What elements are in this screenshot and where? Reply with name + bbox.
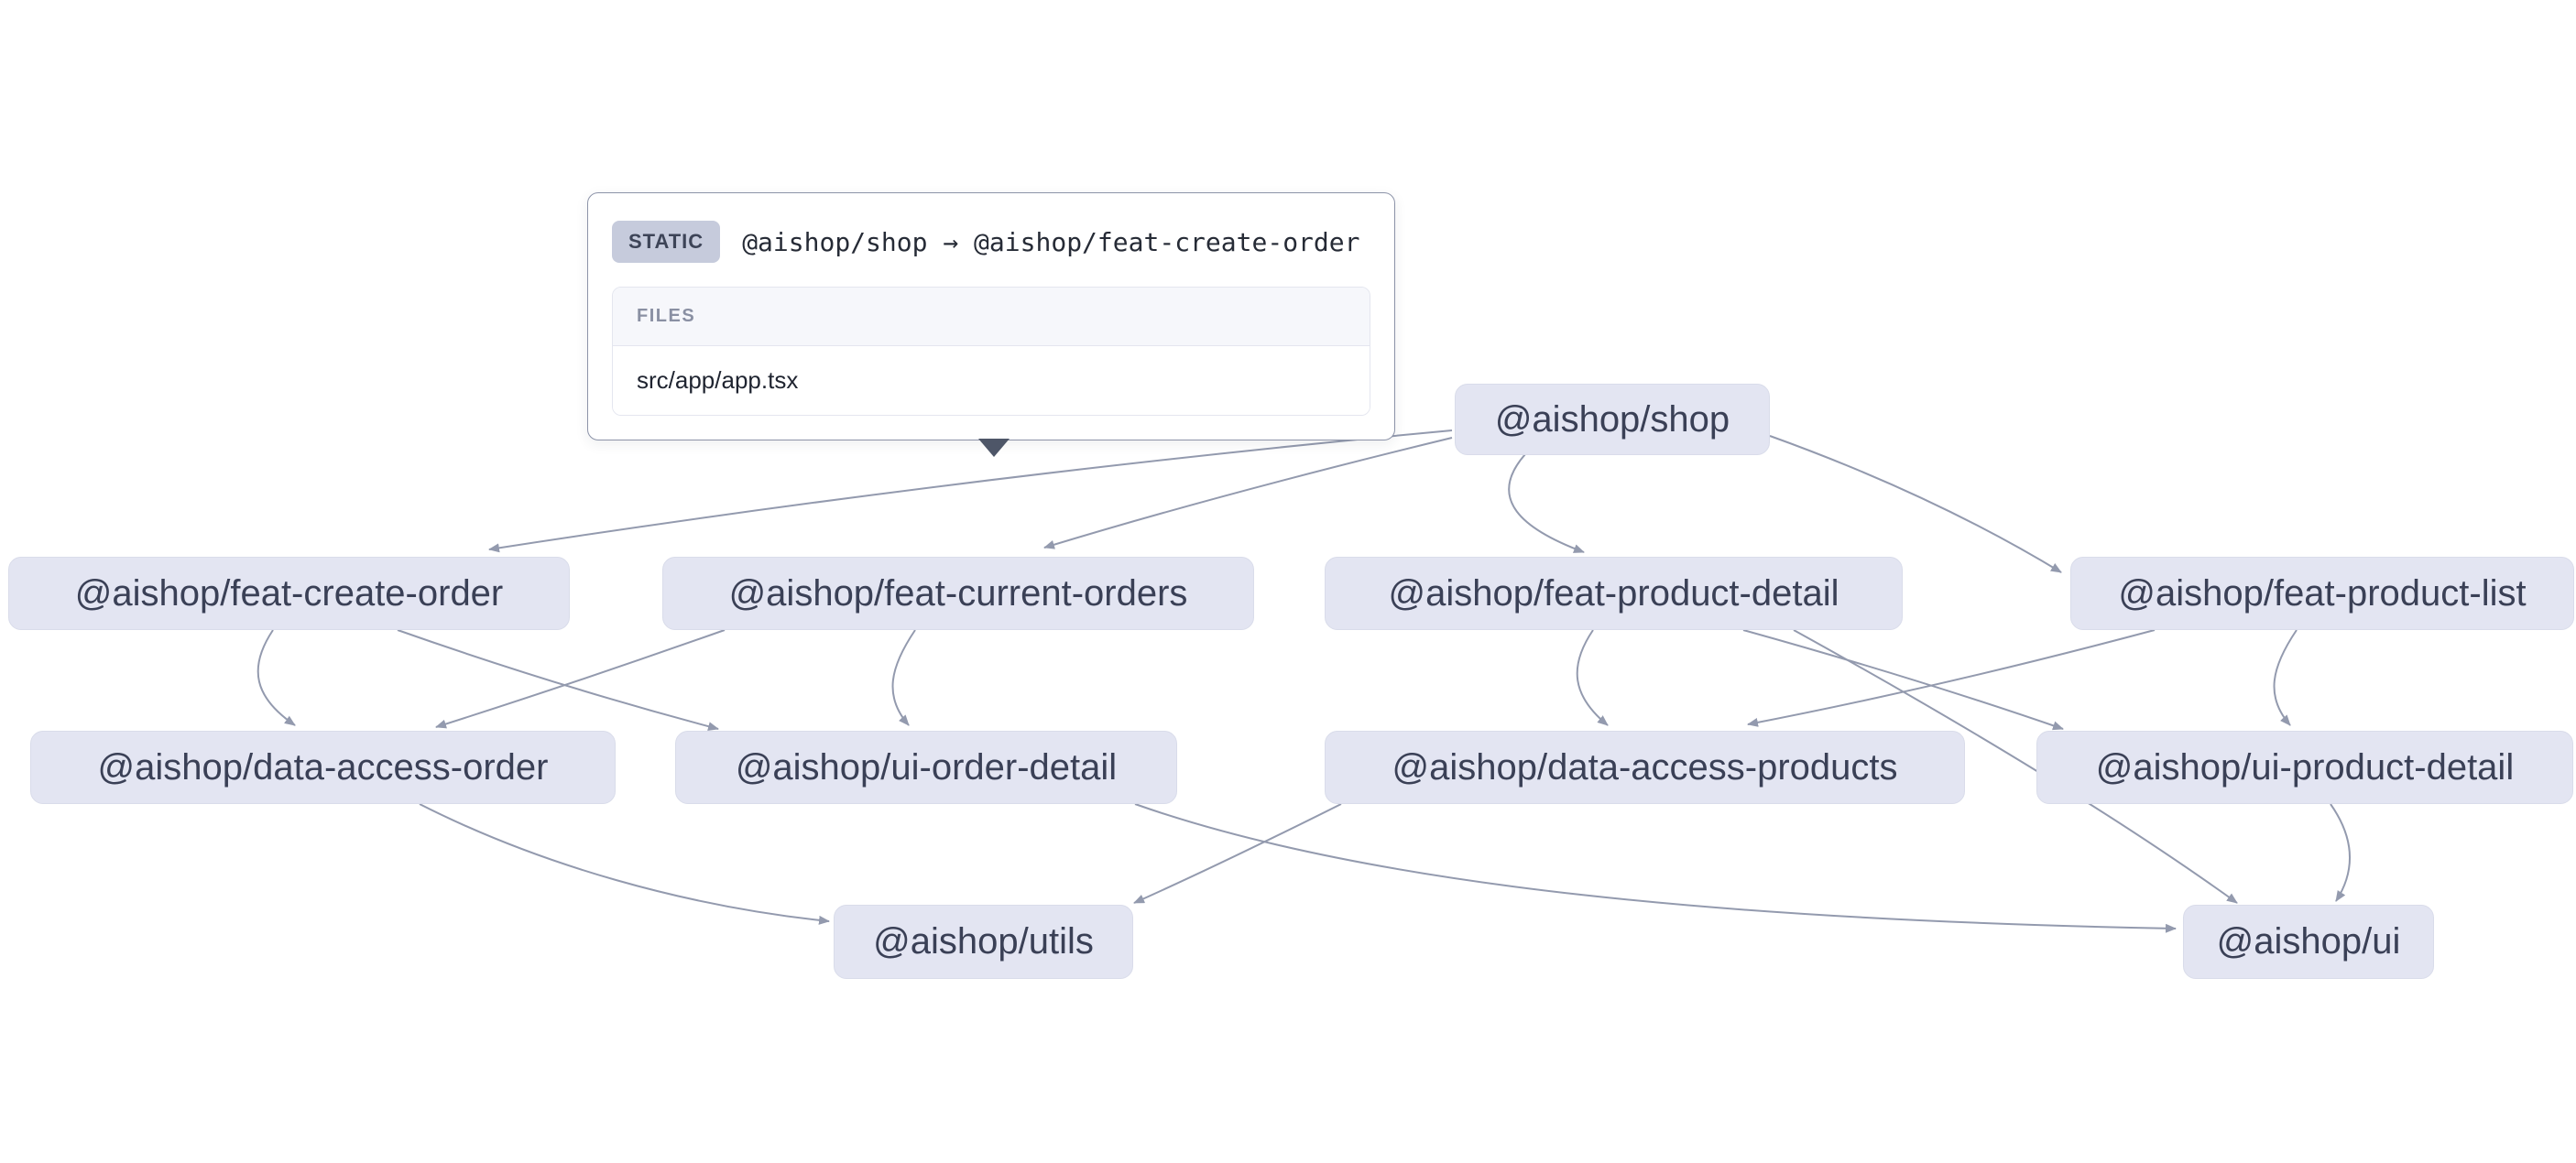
node-utils[interactable]: @aishop/utils [834,905,1133,979]
files-section-header: FILES [613,288,1370,346]
edge-shop-to-feat-product-detail[interactable] [1508,453,1585,553]
node-feat-current-orders[interactable]: @aishop/feat-current-orders [662,557,1254,630]
edge-ui-order-detail-to-ui[interactable] [1134,803,2177,933]
node-ui[interactable]: @aishop/ui [2183,905,2434,979]
edge-feat-product-detail-to-data-access-products[interactable] [1576,629,1609,726]
file-item: src/app/app.tsx [613,346,1370,415]
node-data-access-order[interactable]: @aishop/data-access-order [30,731,616,804]
node-feat-product-detail[interactable]: @aishop/feat-product-detail [1325,557,1903,630]
edge-title: @aishop/shop → @aishop/feat-create-order [742,226,1360,257]
node-data-access-products[interactable]: @aishop/data-access-products [1325,731,1965,804]
edge-tooltip: STATIC @aishop/shop → @aishop/feat-creat… [587,192,1395,457]
edge-feat-current-orders-to-data-access-order[interactable] [435,629,726,729]
edge-type-badge: STATIC [612,221,721,263]
edge-feat-current-orders-to-ui-order-detail[interactable] [891,629,916,726]
node-feat-create-order[interactable]: @aishop/feat-create-order [8,557,570,630]
node-feat-product-list[interactable]: @aishop/feat-product-list [2070,557,2574,630]
edge-feat-product-list-to-data-access-products[interactable] [1747,629,2156,727]
tooltip-pointer-icon [978,439,1010,457]
edge-shop-to-feat-product-list[interactable] [1769,435,2062,573]
edge-shop-to-feat-create-order[interactable] [488,429,1453,553]
edge-feat-product-detail-to-ui-product-detail[interactable] [1742,629,2064,731]
edge-data-access-products-to-utils[interactable] [1133,803,1342,904]
node-shop[interactable]: @aishop/shop [1455,384,1770,455]
edge-feat-product-list-to-ui-product-detail[interactable] [2273,629,2298,726]
edge-data-access-order-to-utils[interactable] [419,803,830,925]
node-ui-order-detail[interactable]: @aishop/ui-order-detail [675,731,1177,804]
edge-feat-create-order-to-ui-order-detail[interactable] [397,629,719,732]
files-panel: FILES src/app/app.tsx [612,287,1370,416]
edge-shop-to-feat-current-orders[interactable] [1043,437,1453,549]
tooltip-header: STATIC @aishop/shop → @aishop/feat-creat… [588,193,1394,287]
edge-ui-product-detail-to-ui[interactable] [2330,803,2352,902]
edge-feat-create-order-to-data-access-order[interactable] [257,629,296,726]
node-ui-product-detail[interactable]: @aishop/ui-product-detail [2036,731,2573,804]
